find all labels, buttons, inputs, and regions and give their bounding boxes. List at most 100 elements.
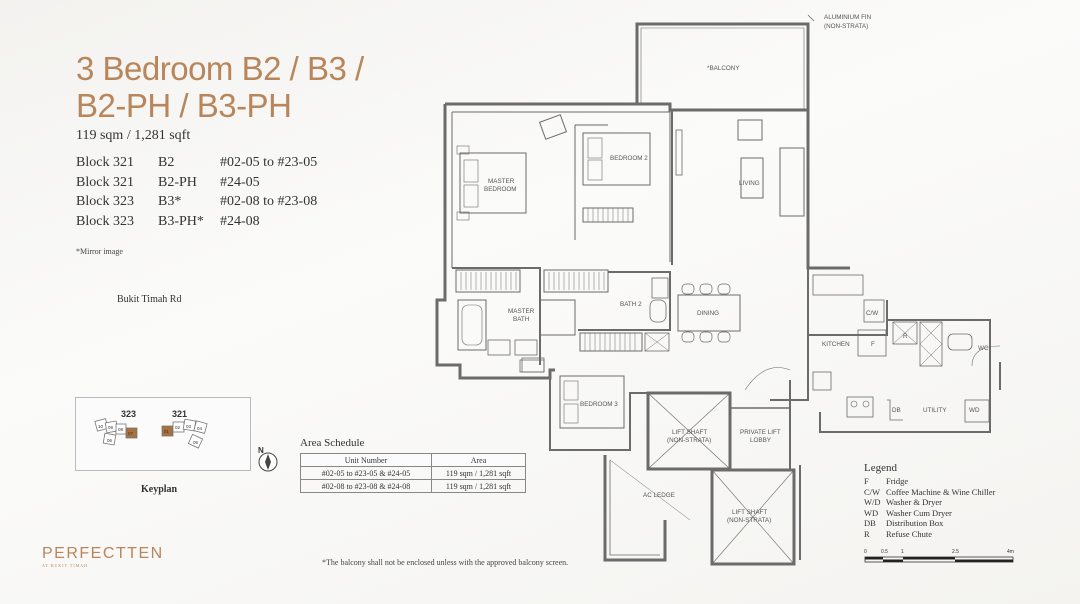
unit-type: B3-PH*: [158, 213, 204, 229]
legend-value: Fridge: [886, 476, 909, 486]
lift-shaft-label: LIFT SHAFT: [672, 429, 707, 436]
block-name: Block 321: [76, 155, 134, 170]
unit-range: #24-08: [220, 213, 260, 229]
bedroom-interior-wall: [452, 111, 671, 262]
legend-key: F: [864, 476, 869, 486]
bathtub: [457, 299, 487, 351]
fridge-label: F: [871, 341, 875, 348]
scale-tick-label: 1: [901, 549, 904, 555]
bedroom2-bed: [582, 132, 651, 186]
sofa: [779, 147, 805, 217]
block-row: Block 321 B2-PH #24-05: [76, 173, 376, 193]
unit-label: 03: [186, 424, 192, 429]
brand-logo: PERFECTTEN: [42, 545, 164, 562]
column-header: Area: [431, 453, 526, 467]
scale-tick-label: 0.5: [881, 549, 888, 555]
scale-bar: 0 0.5 1 2.5 4m: [864, 549, 1014, 563]
dining-label: DINING: [697, 310, 719, 317]
block-row: Block 323 B3* #02-08 to #23-08: [76, 192, 376, 212]
bath2-wardrobe: [543, 269, 609, 293]
title-line-1: 3 Bedroom B2 / B3 /: [76, 50, 364, 87]
legend-value: Washer Cum Dryer: [886, 507, 952, 518]
unit-label: 06: [107, 438, 113, 443]
bedroom3-bed: [559, 375, 625, 429]
keyplan-label: Keyplan: [141, 484, 178, 495]
bath2-label: BATH 2: [620, 301, 642, 308]
unit-label: 05: [193, 440, 199, 445]
legend-value: Washer & Dryer: [886, 497, 942, 508]
block-name: Block 323: [76, 194, 134, 209]
master-bath-label: MASTER: [508, 308, 535, 315]
bedroom3-label: BEDROOM 3: [580, 401, 618, 408]
living-armchair: [737, 119, 763, 141]
unit-range: #02-08 to #23-08: [220, 194, 318, 209]
ac-ledge-label: AC LEDGE: [643, 492, 675, 499]
block-323-outline: [94, 418, 138, 446]
exterior-wall: [445, 102, 850, 270]
unit-label: 04: [197, 426, 203, 431]
master-bed: [459, 152, 527, 214]
north-label: N: [258, 447, 264, 455]
street-name: Bukit Timah Rd: [117, 294, 182, 305]
legend-key: C/W: [864, 486, 881, 497]
keyplan-map: 323 321 10 09 08 07 06 01 02 03 04 05: [75, 397, 251, 471]
kitchen-label: KITCHEN: [822, 341, 850, 348]
scale-tick-label: 4m: [1007, 549, 1014, 555]
ac-ledge-wall: [603, 455, 667, 562]
page-title: 3 Bedroom B2 / B3 / B2-PH / B3-PH: [76, 50, 364, 124]
cw-label: C/W: [866, 310, 878, 317]
living-label: LIVING: [739, 180, 760, 187]
refuse-chute-label: R: [903, 333, 908, 340]
north-arrow-icon: N: [258, 447, 278, 472]
unit-label: 08: [118, 427, 124, 432]
legend-value: Coffee Machine & Wine Chiller: [886, 486, 996, 497]
lift-shaft2-label: LIFT SHAFT: [732, 509, 767, 516]
legend-key: DB: [864, 518, 876, 529]
private-lift-label: PRIVATE LIFT: [740, 429, 781, 436]
area-schedule-title: Area Schedule: [300, 437, 365, 449]
bath2-wall: [578, 271, 671, 331]
bedroom2-label: BEDROOM 2: [610, 155, 648, 162]
block-321-label: 321: [172, 409, 187, 419]
balcony-label: *BALCONY: [707, 65, 740, 72]
block-name: Block 321: [76, 174, 134, 190]
unit-label: 01: [164, 429, 170, 434]
table-row: #02-08 to #23-08 & #24-08 119 sqm / 1,28…: [300, 479, 526, 493]
unit-label: 02: [175, 425, 181, 430]
legend-item: W/D Washer & Dryer: [864, 497, 1044, 508]
db-label: DB: [892, 407, 901, 414]
table-cell: 119 sqm / 1,281 sqft: [431, 479, 526, 493]
master-wardrobe: [455, 269, 521, 293]
scale-tick-label: 2.5: [952, 549, 959, 555]
column-header: Unit Number: [300, 453, 432, 467]
legend: Legend F Fridge C/W Coffee Machine & Wine …: [864, 462, 1044, 540]
legend-value: Distribution Box: [886, 518, 944, 529]
unit-type: B2-PH: [158, 174, 197, 190]
balcony-wall: [635, 22, 810, 110]
unit-label: 07: [128, 431, 134, 436]
brand-tagline: AT BUKIT TIMAH: [42, 563, 89, 568]
legend-title: Legend: [864, 462, 897, 474]
master-bath-wall: [452, 267, 541, 365]
legend-item: F Fridge: [864, 476, 1044, 487]
aluminium-fin-label: ALUMINIUM FIN: [824, 14, 872, 21]
master-bedroom-label-2: BEDROOM: [484, 186, 517, 193]
mirror-note: *Mirror image: [76, 247, 123, 256]
unit-type: B2: [158, 155, 175, 170]
block-name: Block 323: [76, 213, 134, 229]
coffee-table: [740, 157, 764, 199]
balcony-footnote: *The balcony shall not be enclosed unles…: [322, 558, 569, 567]
block-323-label: 323: [121, 409, 136, 419]
legend-item: DB Distribution Box: [864, 518, 1044, 529]
bedroom3-wall: [549, 370, 648, 451]
kitchen-wall: [807, 268, 888, 336]
table-header-row: Unit Number Area: [300, 453, 526, 467]
legend-key: W/D: [864, 497, 881, 508]
utility-wall: [819, 319, 991, 433]
keyplan-drawing: 323 321 10 09 08 07 06 01 02 03 04 05: [94, 409, 208, 449]
block-row: Block 321 B2 #02-05 to #23-05: [76, 153, 376, 173]
utility-label: UTILITY: [923, 407, 947, 414]
